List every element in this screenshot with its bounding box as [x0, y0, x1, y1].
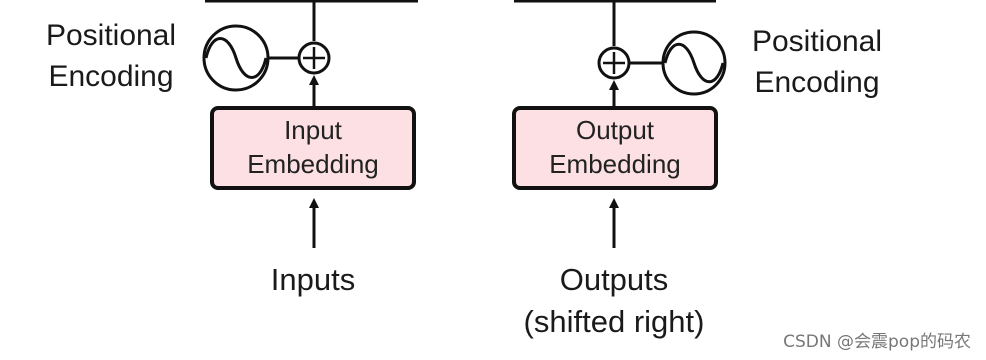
input-embedding-label-line2: Embedding	[247, 149, 379, 179]
circled-plus-icon	[597, 46, 631, 80]
decoder-pe-label-line1: Positional	[752, 25, 882, 58]
inputs-label: Inputs	[271, 262, 355, 297]
input-embedding-box	[210, 106, 416, 190]
encoder-pe-label-line1: Positional	[46, 19, 176, 52]
sine-wave-circle-icon	[202, 24, 270, 92]
decoder-side: Positional Encoding Output Embedding Out…	[512, 0, 882, 339]
circled-plus-icon	[297, 41, 331, 75]
output-embedding-box	[512, 106, 718, 190]
outputs-label-line1: Outputs	[560, 262, 669, 297]
encoder-side: Positional Encoding Input Embedding Inpu…	[46, 0, 418, 297]
outputs-label-line2: (shifted right)	[524, 304, 705, 339]
sine-wave-circle-icon	[661, 30, 727, 96]
input-embedding-label-line1: Input	[284, 115, 343, 145]
decoder-pe-label-line2: Encoding	[754, 66, 879, 99]
output-embedding-label-line2: Embedding	[549, 149, 681, 179]
encoder-pe-label-line2: Encoding	[48, 60, 173, 93]
watermark-text: CSDN @会震pop的码农	[783, 332, 971, 352]
output-embedding-label-line1: Output	[576, 115, 655, 145]
